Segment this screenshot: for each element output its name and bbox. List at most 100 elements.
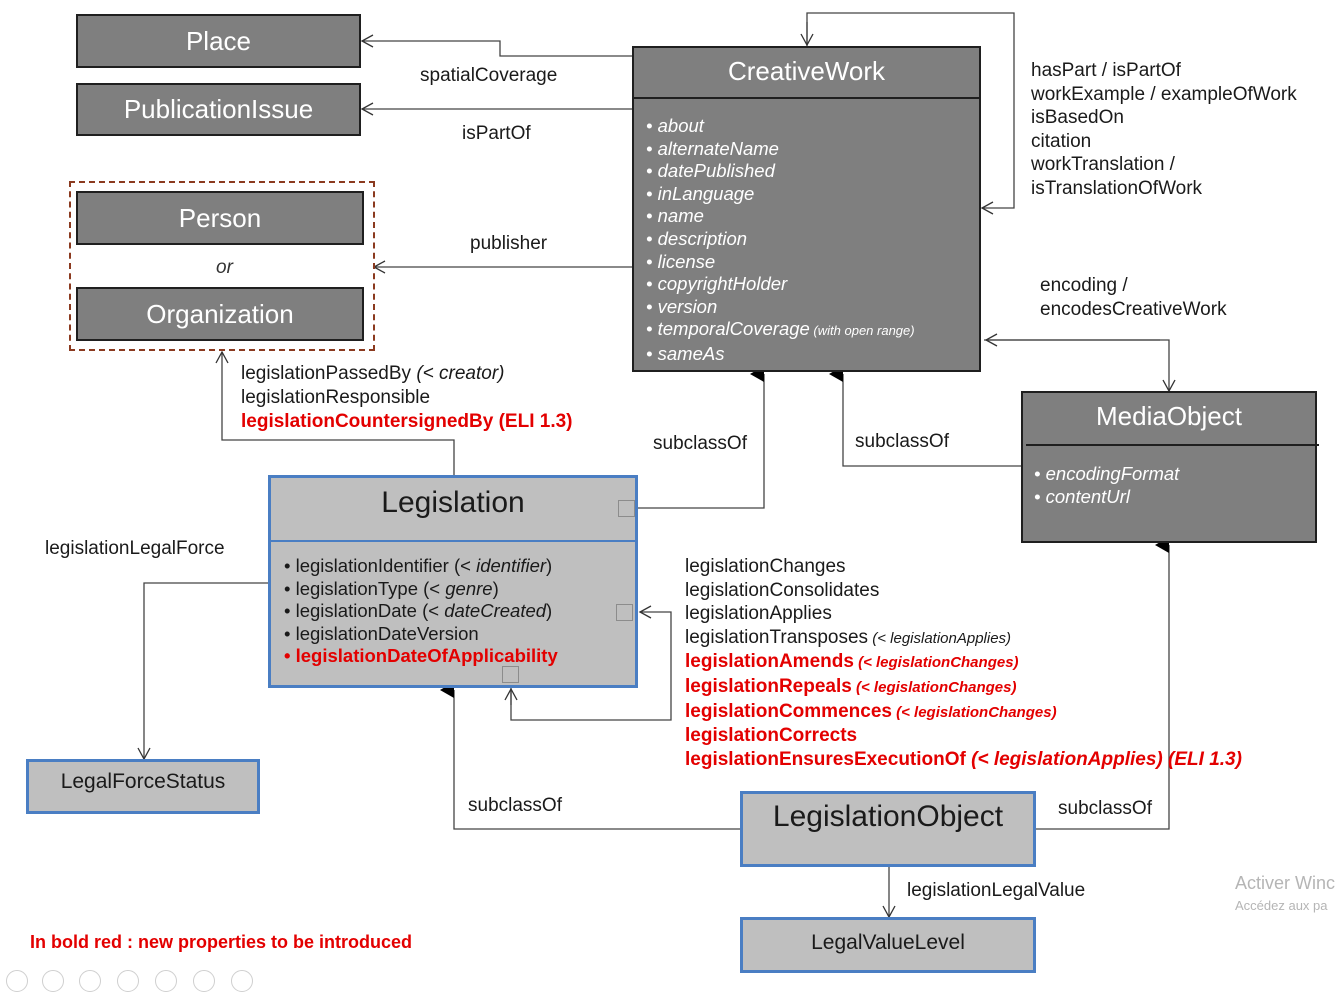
legislation-link-label: legislationApplies <box>685 602 1242 626</box>
legislation-link-label: legislationTransposes (< legislationAppl… <box>685 626 1242 651</box>
creative-work-properties: • about• alternateName• datePublished• i… <box>646 115 915 366</box>
legal-value-level-title: LegalValueLevel <box>811 931 965 954</box>
activation-watermark-line2: Accédez aux pa <box>1235 898 1328 913</box>
legislation-property: • legislationType (< genre) <box>284 577 499 599</box>
legislation-passed-by-name: legislationPassedBy <box>241 363 412 384</box>
creative-work-property: • datePublished <box>646 160 775 182</box>
legislation-link-name: legislationEnsuresExecutionOf <box>685 748 966 770</box>
self-relation-label: isTranslationOfWork <box>1031 177 1203 199</box>
is-part-of-label: isPartOf <box>462 123 531 144</box>
legislation-handle-title <box>618 500 635 517</box>
next-slide-icon[interactable] <box>42 970 64 992</box>
place-title: Place <box>185 26 252 56</box>
publisher-label: publisher <box>470 233 548 254</box>
legislation-object-class: LegislationObject <box>740 791 1036 867</box>
legislation-link-name: legislationApplies <box>685 603 832 625</box>
legislation-link-label: legislationRepeals (< legislationChanges… <box>685 675 1242 700</box>
previous-slide-icon[interactable] <box>6 970 28 992</box>
media-object-property: • contentUrl <box>1034 486 1130 507</box>
legislation-link-note: (< legislationChanges) <box>851 678 1017 696</box>
mediaobject-subclass-line <box>829 366 1022 467</box>
creative-work-property: • temporalCoverage (with open range) <box>646 318 915 340</box>
self-relation-label: isBasedOn <box>1031 107 1124 129</box>
subclass-of-label-legobj-mediaobject: subclassOf <box>1058 798 1152 819</box>
creative-work-property: • copyrightHolder <box>646 273 788 295</box>
legislationobject-subclass-media-line <box>1036 537 1170 830</box>
legislation-handle-props <box>616 604 633 621</box>
legislation-property: • legislationDateOfApplicability <box>284 645 558 667</box>
creative-work-property: • about <box>646 115 704 136</box>
self-relation-label: workTranslation / <box>1031 154 1175 176</box>
legislation-link-label: legislationEnsuresExecutionOf (< legisla… <box>685 748 1242 772</box>
organization-class: Organization <box>76 287 364 341</box>
legislation-object-title: LegislationObject <box>772 800 1004 833</box>
legislation-link-name: legislationRepeals <box>685 675 852 697</box>
place-class: Place <box>76 14 361 68</box>
publication-issue-class: PublicationIssue <box>76 83 361 136</box>
zoom-icon[interactable] <box>155 970 177 992</box>
self-relation-label: workExample / exampleOfWork <box>1031 83 1297 105</box>
spatial-coverage-label: spatialCoverage <box>420 65 558 86</box>
legislation-property: • legislationDate (< dateCreated) <box>284 600 553 622</box>
legislation-passed-by-label: legislationPassedBy (< creator) <box>241 362 505 385</box>
temporal-coverage-note: (with open range) <box>809 323 915 339</box>
creative-work-separator <box>634 97 979 99</box>
legal-force-status-class: LegalForceStatus <box>26 759 260 814</box>
media-object-separator <box>1026 444 1319 446</box>
legislation-link-note: (< legislationApplies) <box>868 629 1012 647</box>
legislation-link-note: (< legislationApplies) <box>965 748 1163 770</box>
legislation-subclass-line <box>638 366 765 509</box>
legislation-link-note: (< legislationChanges) <box>891 703 1057 721</box>
legislation-passed-by-line <box>215 350 455 476</box>
legislation-passed-by-note: (< creator) <box>416 363 505 384</box>
media-object-properties: • encodingFormat• contentUrl <box>1034 462 1179 508</box>
legislationobject-subclass-legislation-line <box>440 682 740 830</box>
person-class: Person <box>76 191 364 245</box>
legal-value-level-class: LegalValueLevel <box>740 917 1036 973</box>
organization-title: Organization <box>146 299 294 329</box>
subtitles-icon[interactable] <box>193 970 215 992</box>
self-relation-label: citation <box>1031 130 1092 152</box>
creative-work-property: • name <box>646 205 704 227</box>
encoding-labels: encoding /encodesCreativeWork <box>1040 274 1227 321</box>
media-object-class: MediaObject <box>1021 391 1317 543</box>
legislation-legal-force-label: legislationLegalForce <box>45 538 225 559</box>
legislation-countersigned-by-label: legislationCountersignedBy (ELI 1.3) <box>241 411 573 432</box>
legislation-link-name: legislationTransposes <box>685 626 869 648</box>
more-options-icon[interactable] <box>231 970 253 992</box>
creative-work-property: • inLanguage <box>646 182 755 204</box>
activation-watermark-line1: Activer Winc <box>1235 873 1336 893</box>
encoding-label: encoding / <box>1040 275 1128 296</box>
legislation-property-parent: genre <box>445 577 493 599</box>
legislation-property-parent: identifier <box>476 555 547 576</box>
legislation-link-name: legislationChanges <box>685 556 846 577</box>
legislation-legal-value-label: legislationLegalValue <box>907 880 1086 901</box>
creative-work-property: • version <box>646 295 718 317</box>
legislation-links-loop <box>510 605 672 721</box>
legislation-link-name: legislationCorrects <box>685 725 858 747</box>
subclass-of-label-mediaobject: subclassOf <box>855 431 949 452</box>
legislation-link-label: legislationConsolidates <box>685 579 1242 603</box>
encoding-line <box>984 339 1176 393</box>
legislation-title: Legislation <box>381 486 525 519</box>
self-relation-label: hasPart / isPartOf <box>1031 60 1181 81</box>
person-title: Person <box>178 203 262 233</box>
legislation-link-note: (< legislationChanges) <box>853 654 1019 672</box>
legislation-class: Legislation <box>268 475 638 688</box>
legislation-property: • legislationIdentifier (< identifier) <box>284 555 553 576</box>
legislation-link-suffix: (ELI 1.3) <box>1162 748 1242 770</box>
legislation-link-label: legislationCommences (< legislationChang… <box>685 700 1242 725</box>
media-object-title: MediaObject <box>1096 401 1242 431</box>
creative-work-property: • sameAs <box>646 342 725 364</box>
subclass-of-label-legobj-legislation: subclassOf <box>468 795 562 816</box>
legislation-link-name: legislationCommences <box>685 700 892 722</box>
creative-work-class: CreativeWork <box>632 46 981 372</box>
slides-grid-icon[interactable] <box>117 970 139 992</box>
spatial-coverage-line <box>360 34 636 57</box>
legislation-handle-bottom <box>502 666 519 683</box>
pen-icon[interactable] <box>79 970 101 992</box>
legislation-responsible-label: legislationResponsible <box>241 387 431 408</box>
